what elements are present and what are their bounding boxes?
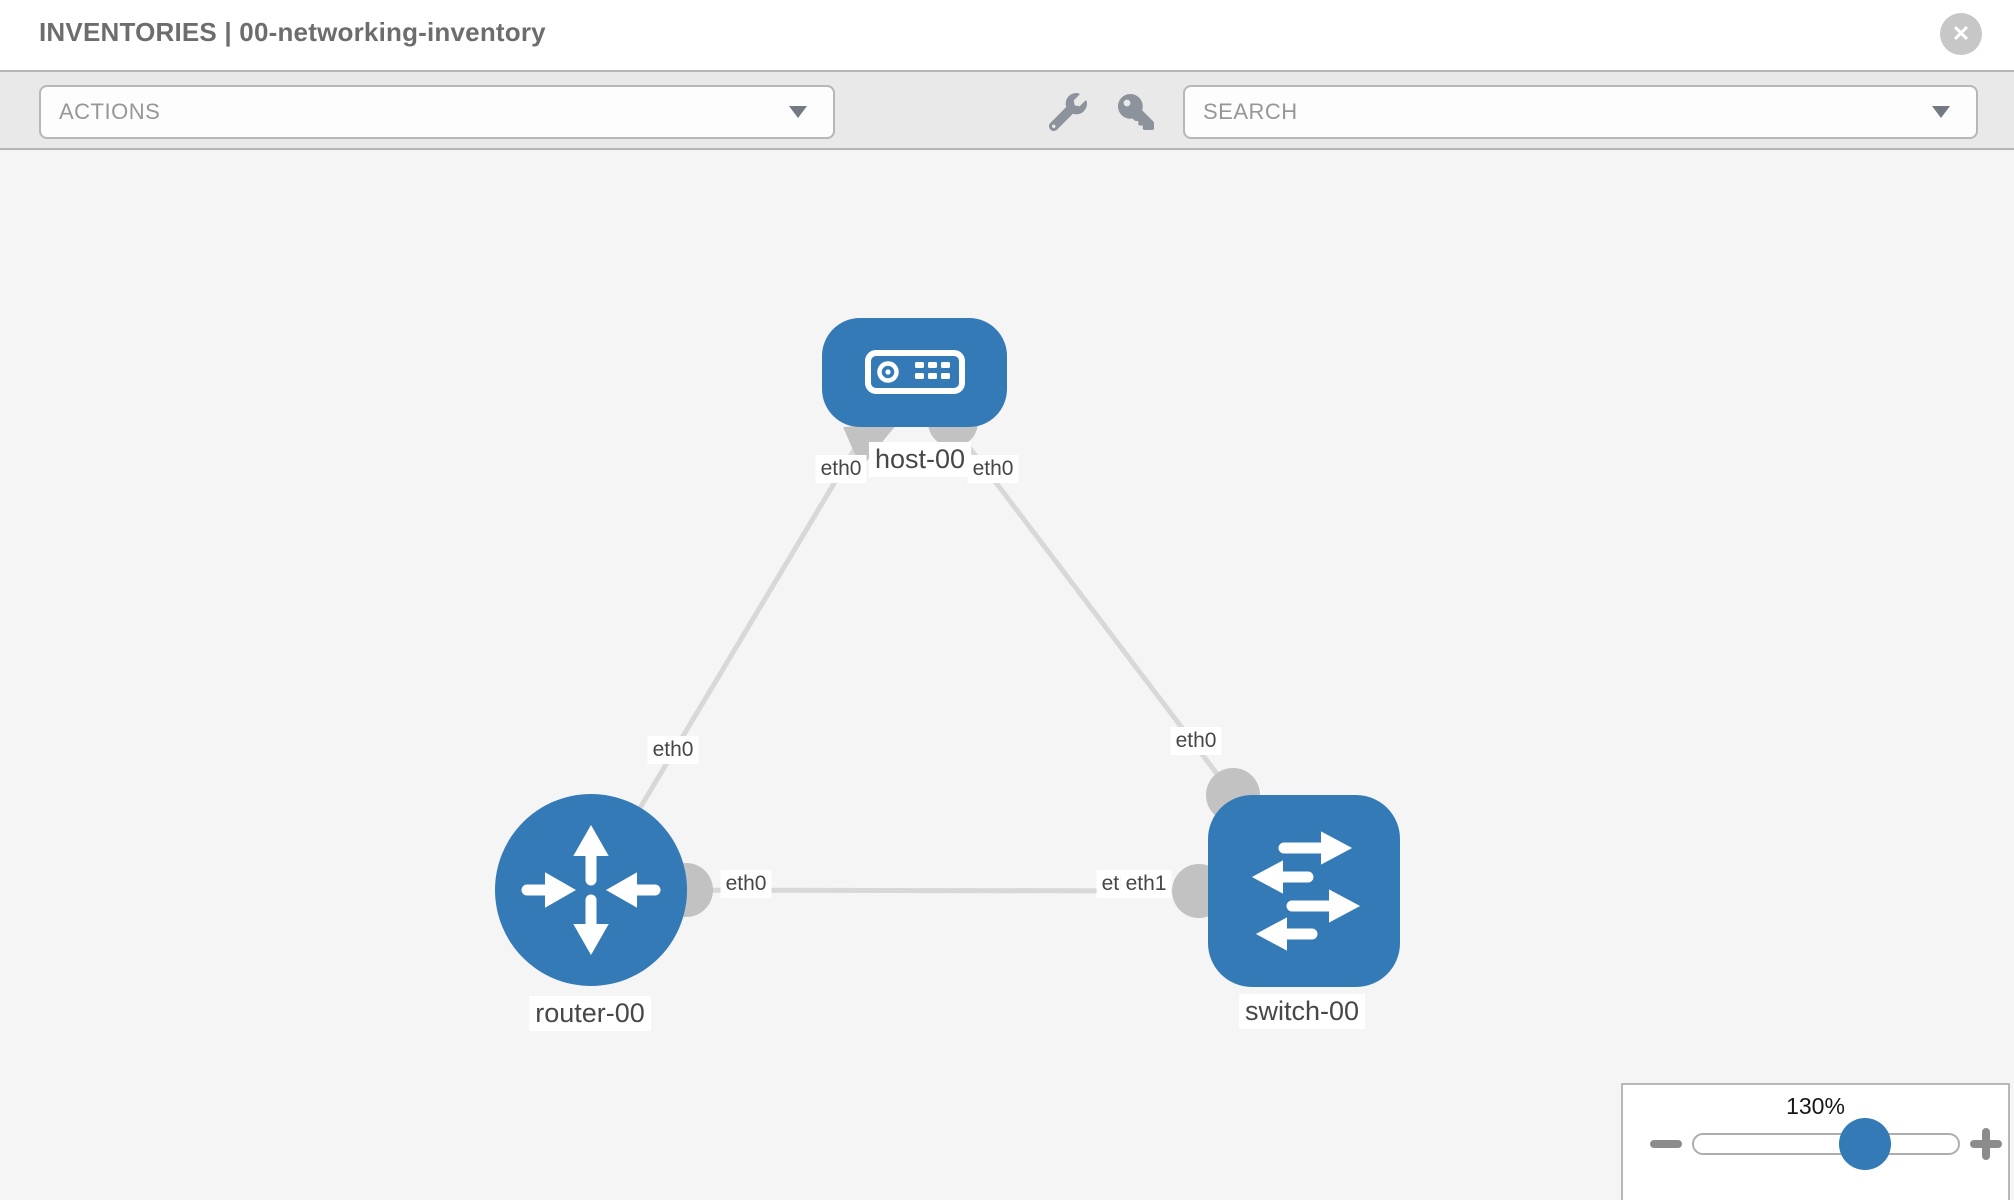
switch-icon: [1251, 831, 1361, 951]
zoom-slider-track[interactable]: [1692, 1133, 1960, 1155]
node-label-switch: switch-00: [1238, 994, 1366, 1029]
if-label-switch-left-eth1: eth1: [1120, 870, 1172, 898]
zoom-control-panel: 130%: [1621, 1083, 2010, 1200]
key-icon: [1118, 94, 1154, 130]
wrench-icon: [1049, 93, 1087, 131]
zoom-level-value: 130%: [1786, 1093, 1845, 1119]
header: INVENTORIES | 00-networking-inventory ✕: [0, 0, 2014, 70]
if-label-switch-top-eth0: eth0: [1170, 727, 1222, 755]
node-router[interactable]: [495, 794, 687, 986]
zoom-out-button[interactable]: [1650, 1140, 1682, 1148]
if-label-host-eth0-right: eth0: [967, 455, 1019, 483]
if-label-host-eth0-left: eth0: [815, 455, 867, 483]
page-title: INVENTORIES | 00-networking-inventory: [39, 17, 546, 47]
tools-key-button[interactable]: [1113, 89, 1159, 135]
close-button[interactable]: ✕: [1940, 13, 1982, 55]
zoom-in-button[interactable]: [1970, 1128, 2002, 1160]
toolbar: ACTIONS SEARCH: [0, 70, 2014, 150]
actions-dropdown[interactable]: ACTIONS: [39, 85, 835, 139]
router-icon: [521, 824, 661, 956]
node-host[interactable]: [822, 318, 1007, 427]
host-icon: [865, 350, 965, 394]
if-label-router-top-eth0: eth0: [647, 736, 699, 764]
close-icon: ✕: [1951, 21, 1971, 46]
topology-canvas[interactable]: eth0 host-00 eth0 eth0 eth0 eth0 eth0 et…: [0, 150, 2014, 1200]
node-switch[interactable]: [1208, 795, 1400, 987]
tools-wrench-button[interactable]: [1045, 89, 1091, 135]
if-label-router-right-eth0: eth0: [720, 870, 772, 898]
zoom-slider-thumb[interactable]: [1839, 1118, 1891, 1170]
node-label-router: router-00: [529, 996, 651, 1031]
search-dropdown-label: SEARCH: [1203, 99, 1298, 124]
chevron-down-icon: [789, 106, 807, 118]
chevron-down-icon: [1932, 106, 1950, 118]
search-dropdown[interactable]: SEARCH: [1183, 85, 1978, 139]
actions-dropdown-label: ACTIONS: [59, 99, 161, 124]
node-label-host: host-00: [868, 442, 972, 477]
